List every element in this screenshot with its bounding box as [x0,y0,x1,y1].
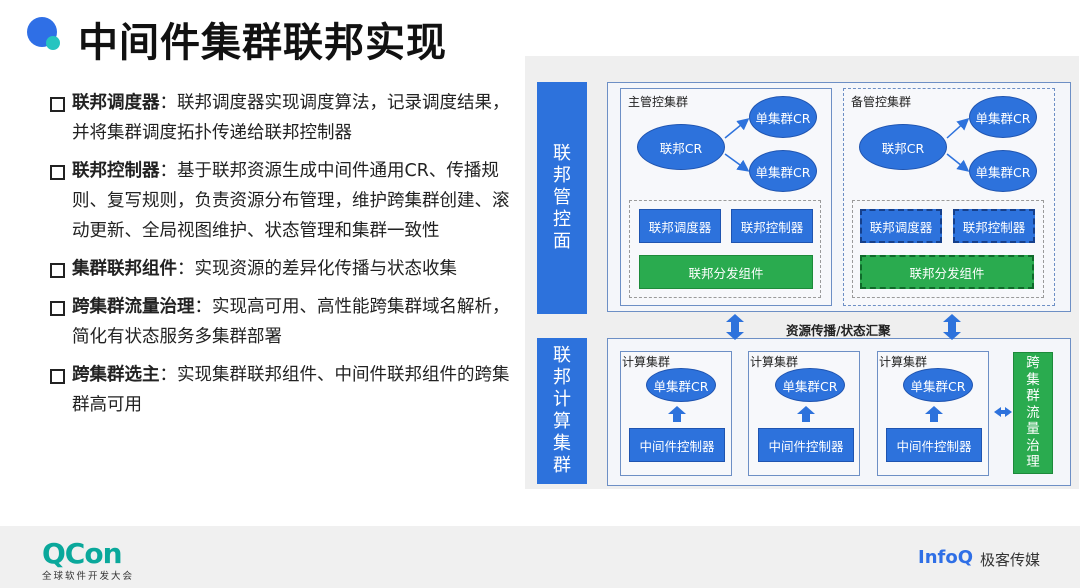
bullet-text: 实现集群联邦组件、中间件联邦组件的跨集群高可用 [72,365,510,415]
primary-scheduler: 联邦调度器 [639,209,721,243]
page-title: 中间件集群联邦实现 [78,20,447,66]
primary-controller: 联邦控制器 [731,209,813,243]
traffic-governance-box: 跨集群流量治理 [1013,352,1053,474]
checkbox-square-icon [50,165,65,180]
arrow-primary-bottom [724,153,750,172]
primary-components-group [629,200,821,298]
primary-federation-cr: 联邦CR [637,124,725,170]
checkbox-square-icon [50,301,65,316]
compute-single-cr: 单集群CR [775,368,845,402]
bullet-term: 跨集群选主 [72,365,160,385]
backup-controller: 联邦控制器 [953,209,1035,243]
compute-single-cr: 单集群CR [903,368,973,402]
up-arrow-3 [925,406,943,422]
backup-single-cr-bottom: 单集群CR [969,150,1037,192]
middleware-controller: 中间件控制器 [758,428,854,462]
footer-bar [0,526,1080,588]
double-arrow-left [726,314,744,340]
bullet-text: 实现高可用、高性能跨集群域名解析，简化有状态服务多集群部署 [72,297,510,347]
propagation-label: 资源传播/状态汇聚 [786,323,891,338]
control-plane-label: 联邦管控面 [537,82,587,314]
qcon-logo: QCon [42,537,123,570]
bullet-item: 联邦调度器：联邦调度器实现调度算法，记录调度结果，并将集群调度拓扑传递给联邦控制… [50,88,510,148]
middleware-controller: 中间件控制器 [629,428,725,462]
checkbox-square-icon [50,369,65,384]
primary-cluster-label: 主管控集群 [628,95,689,109]
bullet-text: 联邦调度器实现调度算法，记录调度结果，并将集群调度拓扑传递给联邦控制器 [72,93,510,143]
middleware-controller: 中间件控制器 [886,428,982,462]
checkbox-square-icon [50,97,65,112]
bullet-item: 联邦控制器：基于联邦资源生成中间件通用CR、传播规则、复写规则，负责资源分布管理… [50,156,510,246]
primary-single-cr-top: 单集群CR [749,96,817,138]
bullet-term: 联邦调度器 [72,93,160,113]
backup-single-cr-top: 单集群CR [969,96,1037,138]
arrow-primary-top [724,118,750,139]
backup-components-group [852,200,1044,298]
primary-single-cr-bottom: 单集群CR [749,150,817,192]
bullet-item: 跨集群选主：实现集群联邦组件、中间件联邦组件的跨集群高可用 [50,360,510,420]
backup-dispatcher: 联邦分发组件 [860,255,1034,289]
compute-cluster-label: 联邦计算集群 [537,338,587,484]
bullet-item: 跨集群流量治理：实现高可用、高性能跨集群域名解析，简化有状态服务多集群部署 [50,292,510,352]
double-arrow-right [943,314,961,340]
backup-scheduler: 联邦调度器 [860,209,942,243]
arrow-backup-bottom [946,153,970,172]
backup-federation-cr: 联邦CR [859,124,947,170]
backup-cluster-label: 备管控集群 [851,95,912,109]
bidirectional-arrow [994,407,1012,417]
bullet-item: 集群联邦组件：实现资源的差异化传播与状态收集 [50,254,510,284]
bullet-list: 联邦调度器：联邦调度器实现调度算法，记录调度结果，并将集群调度拓扑传递给联邦控制… [50,88,510,428]
up-arrow-1 [668,406,686,422]
diagram-arrows [668,117,1012,422]
compute-single-cr: 单集群CR [646,368,716,402]
title-dot-accent-icon [46,36,60,50]
compute-cluster-title: 计算集群 [622,355,671,369]
compute-cluster-title: 计算集群 [750,355,799,369]
infoq-chinese-name: 极客传媒 [980,551,1041,569]
bullet-text: 基于联邦资源生成中间件通用CR、传播规则、复写规则，负责资源分布管理，维护跨集群… [72,161,510,241]
bullet-term: 联邦控制器 [72,161,160,181]
architecture-diagram: 联邦管控面 主管控集群 联邦CR 单集群CR 单集群CR 联邦调度器 联邦控制器… [525,56,1079,489]
primary-dispatcher: 联邦分发组件 [639,255,813,289]
up-arrow-2 [797,406,815,422]
checkbox-square-icon [50,263,65,278]
arrow-backup-top [946,117,970,139]
bullet-term: 跨集群流量治理 [72,297,195,317]
compute-cluster-title: 计算集群 [879,355,928,369]
bullet-term: 集群联邦组件 [72,259,177,279]
infoq-logo: InfoQ [918,547,974,568]
bullet-text: 实现资源的差异化传播与状态收集 [194,259,458,279]
qcon-subtitle: 全球软件开发大会 [42,571,135,582]
